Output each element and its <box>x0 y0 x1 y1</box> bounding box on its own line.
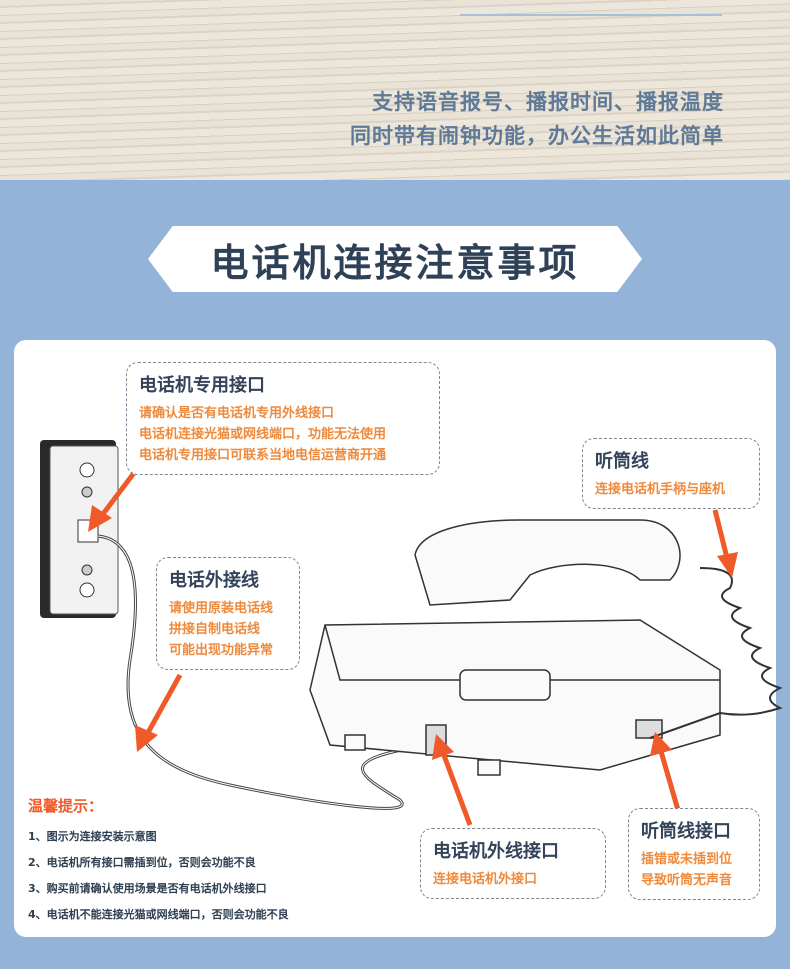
wall-socket-illustration <box>40 440 119 618</box>
wood-header: 支持语音报号、播报时间、播报温度 同时带有闹钟功能，办公生活如此简单 <box>0 0 790 180</box>
callout-handset-cord: 听筒线 连接电话机手柄与座机 <box>582 438 760 509</box>
callout-wall-port: 电话机专用接口 请确认是否有电话机专用外线接口 电话机连接光猫或网线端口，功能无… <box>126 362 440 475</box>
callout-line: 连接电话机外接口 <box>433 872 538 887</box>
slogan-line-1: 支持语音报号、播报时间、播报温度 <box>372 90 724 114</box>
callout-line: 导致听筒无声音 <box>641 873 733 888</box>
callout-title: 听筒线接口 <box>641 821 731 842</box>
callout-line: 请确认是否有电话机专用外线接口 <box>139 406 335 421</box>
page-title: 电话机连接注意事项 <box>210 240 580 285</box>
callout-phone-line-port: 电话机外线接口 连接电话机外接口 <box>420 828 606 899</box>
coiled-handset-cord <box>649 567 783 739</box>
tips-title: 温馨提示： <box>28 797 104 815</box>
callout-title: 电话机外线接口 <box>433 841 559 862</box>
callout-title: 听筒线 <box>595 451 649 472</box>
tip-item: 2、电话机所有接口需插到位，否则会功能不良 <box>28 856 256 869</box>
title-banner: 电话机连接注意事项 <box>148 226 642 292</box>
tip-item: 3、购买前请确认使用场景是否有电话机外线接口 <box>28 882 267 895</box>
callout-line: 连接电话机手柄与座机 <box>595 482 726 497</box>
callout-line: 插错或未插到位 <box>641 852 733 867</box>
tip-item: 1、图示为连接安装示意图 <box>28 830 157 843</box>
callout-title: 电话外接线 <box>169 570 259 591</box>
callout-title: 电话机专用接口 <box>139 375 265 396</box>
callout-external-line: 电话外接线 请使用原装电话线 拼接自制电话线 可能出现功能异常 <box>156 557 300 670</box>
callout-line: 请使用原装电话线 <box>169 601 274 616</box>
pointer-arrows <box>88 463 738 826</box>
callout-line: 电话机连接光猫或网线端口，功能无法使用 <box>139 427 387 442</box>
tips-section: 温馨提示： 1、图示为连接安装示意图 2、电话机所有接口需插到位，否则会功能不良… <box>28 795 289 928</box>
callout-handset-port: 听筒线接口 插错或未插到位 导致听筒无声音 <box>628 808 760 900</box>
tip-item: 4、电话机不能连接光猫或网线端口，否则会功能不良 <box>28 908 289 921</box>
slogan-line-2: 同时带有闹钟功能，办公生活如此简单 <box>350 124 724 148</box>
telephone-illustration <box>309 519 721 776</box>
callout-line: 电话机专用接口可联系当地电信运营商开通 <box>139 448 387 463</box>
callout-line: 可能出现功能异常 <box>169 643 274 658</box>
divider <box>460 14 722 16</box>
callout-line: 拼接自制电话线 <box>169 622 261 637</box>
